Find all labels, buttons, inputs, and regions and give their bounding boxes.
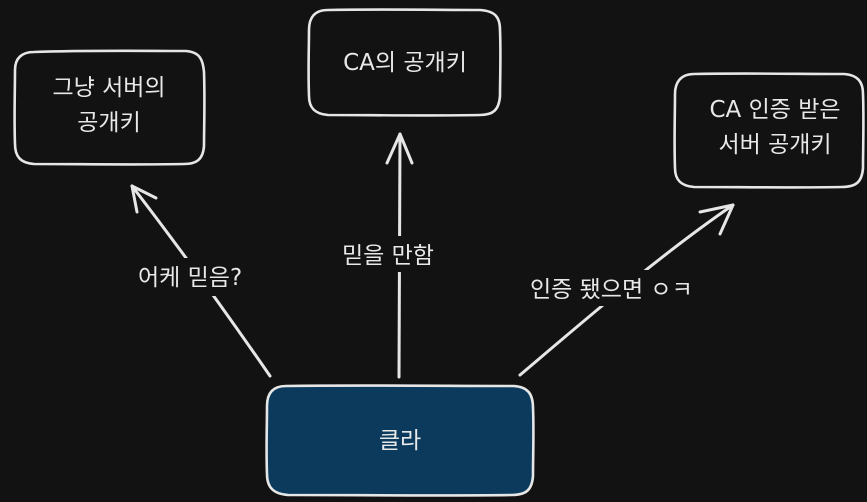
node-ca-server-key-line1: CA 인증 받은 bbox=[709, 97, 840, 123]
node-client: 클라 bbox=[265, 384, 535, 497]
edge-label-bg bbox=[134, 258, 270, 296]
edge-label-bg bbox=[526, 270, 724, 306]
node-server-key-line1: 그냥 서버의 bbox=[52, 75, 165, 101]
node-ca-certified-server-key: CA 인증 받은 서버 공개키 bbox=[673, 72, 865, 189]
node-client-label: 클라 bbox=[379, 428, 421, 454]
edge-label-if-certified-ok: 인증 됐으면 ㅇㅋ bbox=[530, 277, 693, 303]
node-ca-key-label: CA의 공개키 bbox=[343, 50, 467, 76]
node-ca-public-key: CA의 공개키 bbox=[307, 8, 502, 117]
node-server-key-line2: 공개키 bbox=[77, 110, 140, 136]
node-ca-server-key-line2: 서버 공개키 bbox=[718, 132, 831, 158]
edge-label-how-trust: 어케 믿음? bbox=[138, 265, 242, 291]
edge-label-bg bbox=[338, 236, 458, 272]
node-server-public-key: 그냥 서버의 공개키 bbox=[13, 49, 206, 166]
edge-label-trustworthy: 믿을 만함 bbox=[342, 243, 434, 269]
